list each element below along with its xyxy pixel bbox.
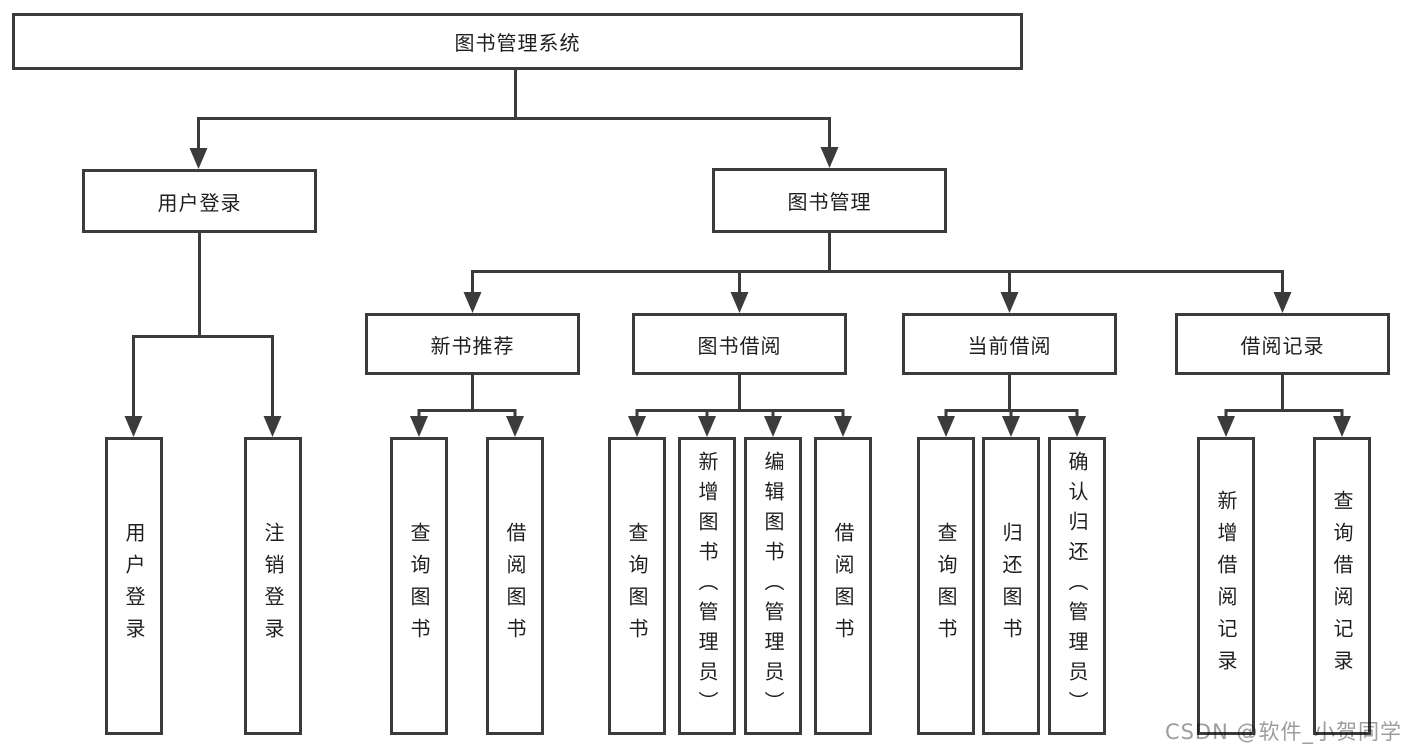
leaf-confirm-return-admin: 确认归还（管理员） bbox=[1048, 437, 1106, 735]
node-book-management-label: 图书管理 bbox=[787, 190, 872, 214]
node-user-login-label: 用户登录 bbox=[157, 190, 242, 215]
node-book-borrowing-label: 图书借阅 bbox=[697, 333, 782, 358]
node-current-borrowing: 当前借阅 bbox=[902, 313, 1117, 375]
leaf-query-book-1: 查询图书 bbox=[390, 437, 448, 735]
leaf-borrow-book-2: 借阅图书 bbox=[814, 437, 872, 735]
node-root-label: 图书管理系统 bbox=[454, 31, 581, 55]
leaf-borrow-book-1-label: 借阅图书 bbox=[503, 522, 527, 650]
leaf-query-book-2-label: 查询图书 bbox=[625, 522, 649, 650]
node-borrow-records-label: 借阅记录 bbox=[1240, 333, 1325, 358]
node-new-book-recommend: 新书推荐 bbox=[365, 313, 580, 375]
node-user-login: 用户登录 bbox=[82, 169, 317, 233]
node-book-borrowing: 图书借阅 bbox=[632, 313, 847, 375]
node-current-borrowing-label: 当前借阅 bbox=[967, 333, 1052, 358]
leaf-borrow-book-1: 借阅图书 bbox=[486, 437, 544, 735]
node-root: 图书管理系统 bbox=[12, 13, 1023, 70]
leaf-query-book-3: 查询图书 bbox=[917, 437, 975, 735]
arrowheads-down-icon bbox=[124, 147, 1351, 437]
leaf-user-login: 用户登录 bbox=[105, 437, 163, 735]
leaf-edit-book-admin: 编辑图书（管理员） bbox=[744, 437, 802, 735]
leaf-add-book-admin-label: 新增图书（管理员） bbox=[695, 451, 719, 721]
csdn-watermark: CSDN @软件_小贺同学 bbox=[1164, 720, 1402, 744]
node-borrow-records: 借阅记录 bbox=[1175, 313, 1390, 375]
leaf-add-book-admin: 新增图书（管理员） bbox=[678, 437, 736, 735]
leaf-add-borrow-record-label: 新增借阅记录 bbox=[1214, 490, 1238, 682]
leaf-borrow-book-2-label: 借阅图书 bbox=[831, 522, 855, 650]
leaf-logout: 注销登录 bbox=[244, 437, 302, 735]
leaf-edit-book-admin-label: 编辑图书（管理员） bbox=[761, 451, 785, 721]
leaf-query-book-3-label: 查询图书 bbox=[934, 522, 958, 650]
leaf-query-borrow-record: 查询借阅记录 bbox=[1313, 437, 1371, 735]
leaf-query-borrow-record-label: 查询借阅记录 bbox=[1330, 490, 1354, 682]
leaf-return-book-label: 归还图书 bbox=[999, 522, 1023, 650]
leaf-add-borrow-record: 新增借阅记录 bbox=[1197, 437, 1255, 735]
connector-path bbox=[132, 70, 1344, 421]
node-new-book-recommend-label: 新书推荐 bbox=[430, 333, 515, 358]
leaf-query-book-2: 查询图书 bbox=[608, 437, 666, 735]
leaf-query-book-1-label: 查询图书 bbox=[407, 522, 431, 650]
leaf-user-login-label: 用户登录 bbox=[122, 522, 146, 650]
node-book-management: 图书管理 bbox=[712, 168, 947, 233]
leaf-logout-label: 注销登录 bbox=[261, 522, 285, 650]
leaf-confirm-return-admin-label: 确认归还（管理员） bbox=[1065, 451, 1089, 721]
leaf-return-book: 归还图书 bbox=[982, 437, 1040, 735]
